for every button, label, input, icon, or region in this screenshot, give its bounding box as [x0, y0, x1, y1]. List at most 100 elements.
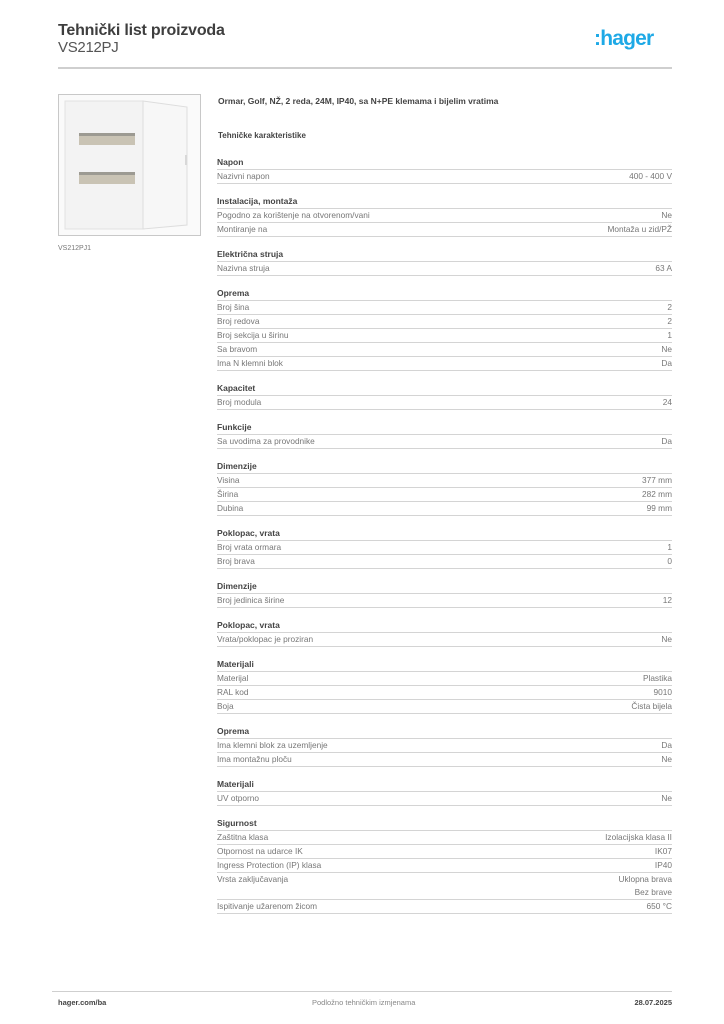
spec-label: Sa bravom [217, 344, 258, 354]
spec-label: RAL kod [217, 687, 249, 697]
spec-value: Montaža u zid/PŽ [607, 224, 672, 234]
spec-label: Broj šina [217, 302, 250, 312]
spec-value: Uklopna brava Bez brave [618, 874, 672, 897]
spec-value: Da [661, 358, 672, 368]
hager-logo: :hager [594, 27, 654, 50]
spec-group-title: Dimenzije [217, 580, 672, 594]
spec-row: Otpornost na udarce IK IK07 [217, 845, 672, 859]
spec-label: Vrsta zaključavanja [217, 874, 289, 884]
spec-value: Čista bijela [631, 701, 672, 711]
spec-label: Broj redova [217, 316, 260, 326]
spec-value: 282 mm [642, 489, 672, 499]
spec-group-title: Napon [217, 156, 672, 170]
spec-row: Broj jedinica širine 12 [217, 594, 672, 608]
spec-label: Boja [217, 701, 234, 711]
spec-label: Broj vrata ormara [217, 542, 282, 552]
spec-group-title: Poklopac, vrata [217, 527, 672, 541]
spec-value: Plastika [642, 673, 672, 683]
spec-value: Ne [661, 793, 672, 803]
spec-row: Montiranje na Montaža u zid/PŽ [217, 223, 672, 237]
spec-row: Zaštitna klasa Izolacijska klasa II [217, 831, 672, 845]
spec-value: 400 - 400 V [629, 171, 672, 181]
spec-group-title: Materijali [217, 778, 672, 792]
spec-row: Nazivna struja 63 A [217, 262, 672, 276]
spec-value: 9010 [653, 687, 672, 697]
spec-value: Izolacijska klasa II [605, 832, 672, 842]
footer-divider [52, 991, 672, 992]
footer-note: Podložno tehničkim izmjenama [312, 998, 416, 1007]
spec-label: Broj sekcija u širinu [217, 330, 289, 340]
spec-label: Montiranje na [217, 224, 268, 234]
spec-label: Zaštitna klasa [217, 832, 269, 842]
spec-value: 24 [662, 397, 672, 407]
spec-label: Broj jedinica širine [217, 595, 285, 605]
spec-label: Nazivni napon [217, 171, 270, 181]
spec-label: Visina [217, 475, 240, 485]
spec-label: Ingress Protection (IP) klasa [217, 860, 322, 870]
spec-value: 1 [667, 330, 672, 340]
spec-value: 0 [667, 556, 672, 566]
spec-value: 2 [667, 316, 672, 326]
spec-group-title: Poklopac, vrata [217, 619, 672, 633]
spec-label: Vrata/poklopac je proziran [217, 634, 314, 644]
spec-group-title: Oprema [217, 725, 672, 739]
spec-value: 63 A [655, 263, 672, 273]
spec-value: 377 mm [642, 475, 672, 485]
spec-value: Da [661, 436, 672, 446]
spec-row: Broj modula 24 [217, 396, 672, 410]
footer-date: 28.07.2025 [634, 998, 672, 1007]
spec-row: Boja Čista bijela [217, 700, 672, 714]
spec-group-title: Funkcije [217, 421, 672, 435]
spec-label: Otpornost na udarce IK [217, 846, 303, 856]
spec-value: 12 [662, 595, 672, 605]
spec-value: Ne [661, 634, 672, 644]
spec-row: Pogodno za korištenje na otvorenom/vani N… [217, 209, 672, 223]
spec-label: Širina [217, 489, 239, 499]
product-code: VS212PJ [58, 39, 119, 56]
spec-row: Širina 282 mm [217, 488, 672, 502]
spec-value: 650 °C [646, 901, 672, 911]
spec-row: Visina 377 mm [217, 474, 672, 488]
spec-label: Nazivna struja [217, 263, 270, 273]
header-divider [58, 67, 672, 69]
spec-label: Pogodno za korištenje na otvorenom/vani [217, 210, 370, 220]
image-caption: VS212PJ1 [58, 245, 92, 252]
spec-group-title: Sigurnost [217, 817, 672, 831]
spec-label: Broj modula [217, 397, 262, 407]
spec-row: Vrsta zaključavanja Uklopna brava Bez bra… [217, 873, 672, 900]
spec-label: Dubina [217, 503, 244, 513]
spec-value: IK07 [654, 846, 672, 856]
spec-row: Vrata/poklopac je proziran Ne [217, 633, 672, 647]
spec-row: Broj redova 2 [217, 315, 672, 329]
spec-row: Broj sekcija u širinu 1 [217, 329, 672, 343]
spec-value: Ne [661, 210, 672, 220]
spec-value: 1 [667, 542, 672, 552]
cabinet-illustration-icon [64, 100, 188, 230]
spec-group-title: Oprema [217, 287, 672, 301]
footer-website: hager.com/ba [58, 998, 107, 1007]
spec-row: Nazivni napon 400 - 400 V [217, 170, 672, 184]
spec-value: Ne [661, 754, 672, 764]
spec-group-title: Materijali [217, 658, 672, 672]
spec-value: Da [661, 740, 672, 750]
